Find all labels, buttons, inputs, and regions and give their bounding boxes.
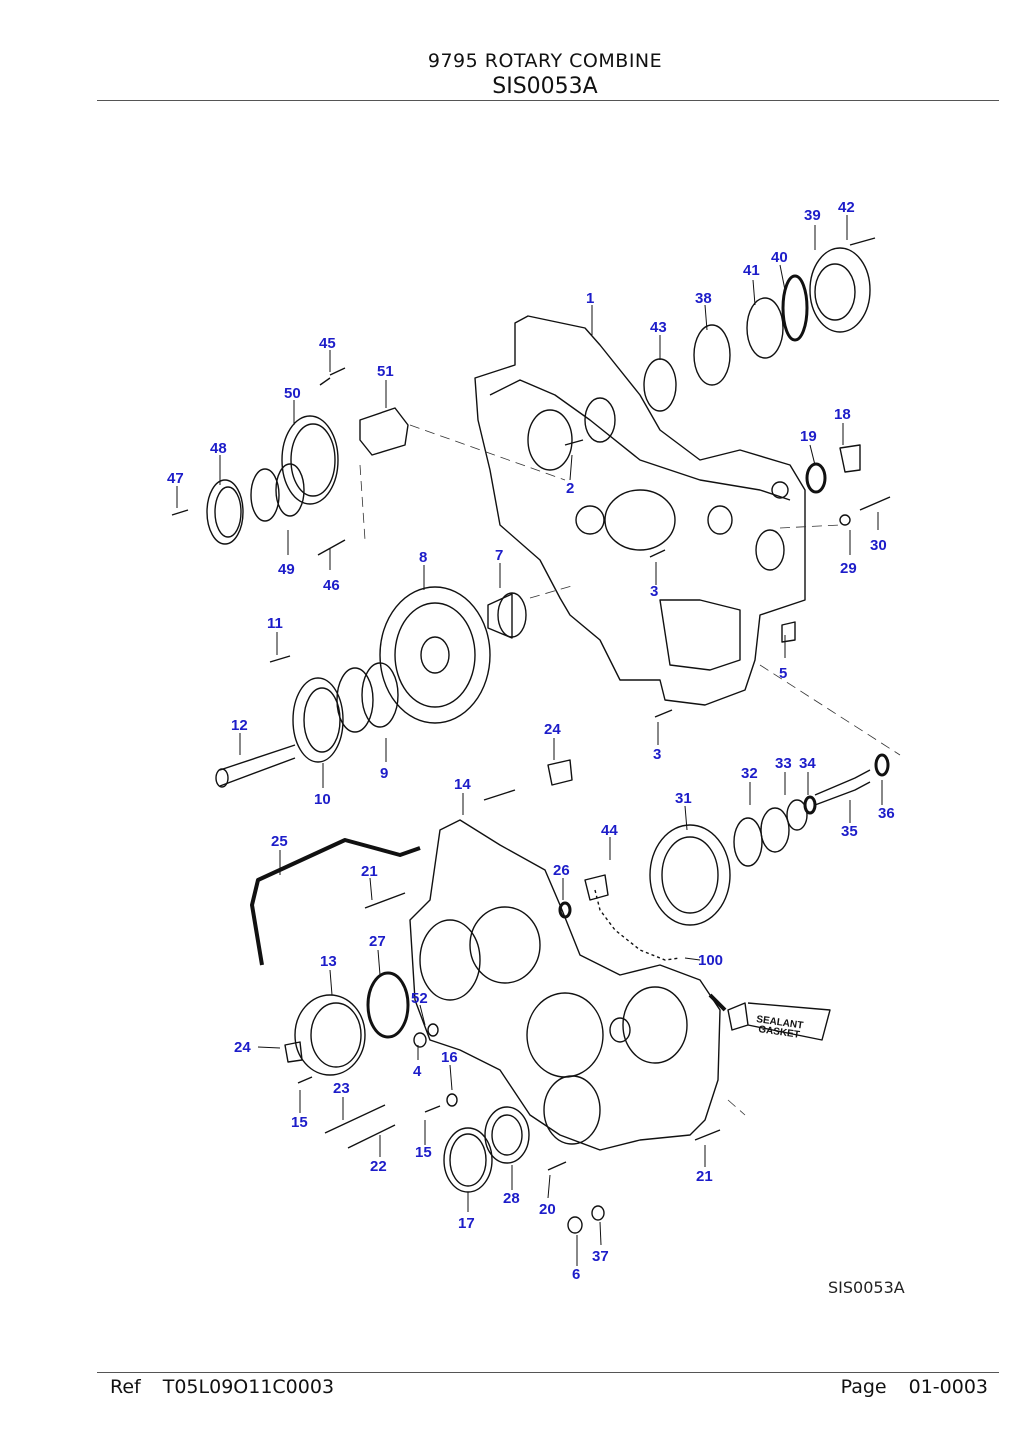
callout-15: 15: [291, 1114, 308, 1131]
callout-10: 10: [314, 791, 331, 808]
footer-ref: Ref T05L09O11C0003: [110, 1376, 334, 1398]
callout-29: 29: [840, 560, 857, 577]
callout-37: 37: [592, 1248, 609, 1265]
callout-12: 12: [231, 717, 248, 734]
cover-39: [809, 247, 871, 333]
callout-48: 48: [210, 440, 227, 457]
page-label: Page: [840, 1376, 887, 1398]
callout-38: 38: [695, 290, 712, 307]
callout-21b: 21: [696, 1168, 713, 1185]
callout-14: 14: [454, 776, 471, 793]
callout-24: 24: [544, 721, 561, 738]
callout-17: 17: [458, 1215, 475, 1232]
footer-page: Page 01-0003: [841, 1376, 988, 1398]
callout-46: 46: [323, 577, 340, 594]
callout-22: 22: [370, 1158, 387, 1175]
footer-divider: [97, 1372, 999, 1373]
callout-2: 2: [566, 480, 574, 497]
ref-label: Ref: [110, 1376, 141, 1398]
callout-11: 11: [267, 615, 283, 632]
callout-34: 34: [799, 755, 816, 772]
callout-28: 28: [503, 1190, 520, 1207]
callout-25: 25: [271, 833, 288, 850]
callout-36: 36: [878, 805, 895, 822]
upper-housing: [474, 315, 806, 706]
callout-6: 6: [572, 1266, 580, 1283]
page-value: 01-0003: [908, 1376, 988, 1398]
header-divider: [97, 100, 999, 101]
callout-3: 3: [650, 583, 658, 600]
callout-31: 31: [675, 790, 692, 807]
callout-43: 43: [650, 319, 667, 336]
callout-30: 30: [870, 537, 887, 554]
callout-5: 5: [779, 665, 787, 682]
callout-44: 44: [601, 822, 618, 839]
callout-23: 23: [333, 1080, 350, 1097]
callout-26: 26: [553, 862, 570, 879]
callout-32: 32: [741, 765, 758, 782]
callout-45: 45: [319, 335, 336, 352]
callout-50: 50: [284, 385, 301, 402]
gear-8: [379, 586, 491, 724]
callout-1: 1: [586, 290, 594, 307]
callout-9: 9: [380, 765, 388, 782]
callout-24b: 24: [234, 1039, 251, 1056]
callout-47: 47: [167, 470, 184, 487]
lower-cover: [409, 819, 721, 1151]
page-subtitle: SIS0053A: [492, 74, 598, 99]
callout-20: 20: [539, 1201, 556, 1218]
page-title: 9795 ROTARY COMBINE: [427, 50, 663, 72]
callout-52: 52: [411, 990, 428, 1007]
ref-value: T05L09O11C0003: [162, 1376, 335, 1398]
gear-38: [693, 324, 731, 386]
callout-15b: 15: [415, 1144, 432, 1161]
callout-35: 35: [841, 823, 858, 840]
gear-31: [649, 824, 731, 926]
callout-39: 39: [804, 207, 821, 224]
figure-id: SIS0053A: [828, 1278, 905, 1297]
callout-33: 33: [775, 755, 792, 772]
callout-40: 40: [771, 249, 788, 266]
callout-13: 13: [320, 953, 337, 970]
callout-41: 41: [743, 262, 760, 279]
callout-100: 100: [698, 952, 723, 969]
callout-42: 42: [838, 199, 855, 216]
callout-7: 7: [495, 547, 503, 564]
callout-3b: 3: [653, 746, 661, 763]
gear-50: [281, 415, 339, 505]
callout-27: 27: [369, 933, 386, 950]
callout-4: 4: [413, 1063, 422, 1080]
callout-51: 51: [377, 363, 394, 380]
callout-21: 21: [361, 863, 378, 880]
callout-19: 19: [800, 428, 817, 445]
pulley-13: [294, 994, 366, 1076]
callout-8: 8: [419, 549, 427, 566]
callout-49: 49: [278, 561, 295, 578]
callout-16: 16: [441, 1049, 458, 1066]
callout-18: 18: [834, 406, 851, 423]
